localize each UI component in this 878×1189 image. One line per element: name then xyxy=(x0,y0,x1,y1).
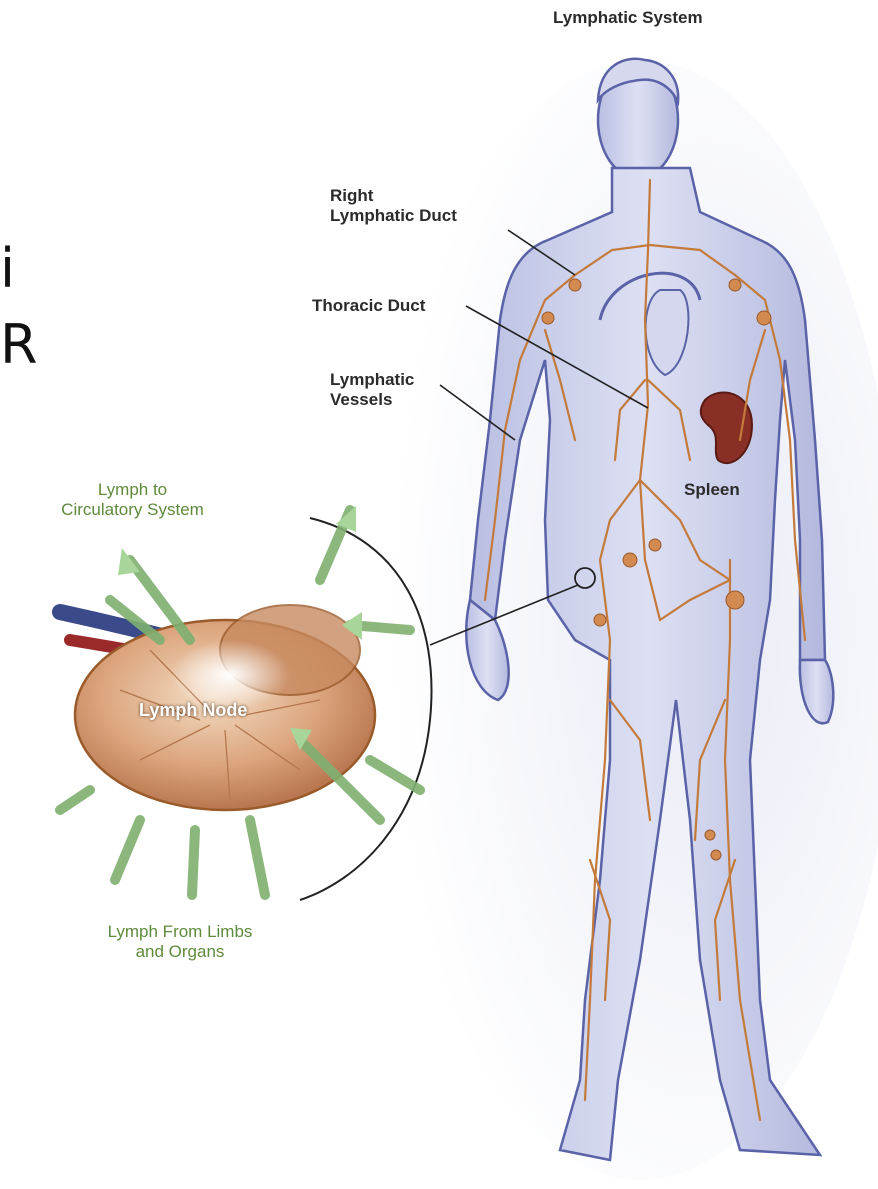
label-thoracic-duct: Thoracic Duct xyxy=(312,296,425,316)
label-lymph-to-line2: Circulatory System xyxy=(25,500,240,520)
label-lymphatic-vessels-line1: Lymphatic xyxy=(330,370,414,390)
label-lymph-to-circulatory: Lymph to Circulatory System xyxy=(25,480,240,519)
label-lymphatic-vessels: Lymphatic Vessels xyxy=(330,370,414,409)
label-right-lymphatic-duct-line2: Lymphatic Duct xyxy=(330,206,457,226)
label-lymph-from-line1: Lymph From Limbs xyxy=(60,922,300,942)
label-right-lymphatic-duct: Right Lymphatic Duct xyxy=(330,186,457,225)
label-lymph-to-line1: Lymph to xyxy=(25,480,240,500)
label-lymph-from-line2: and Organs xyxy=(60,942,300,962)
label-right-lymphatic-duct-line1: Right xyxy=(330,186,457,206)
label-lymph-from-limbs: Lymph From Limbs and Organs xyxy=(60,922,300,961)
cropped-text-line-1: i xyxy=(0,242,15,296)
cropped-text-line-2: R xyxy=(0,318,38,372)
label-lymphatic-vessels-line2: Vessels xyxy=(330,390,414,410)
label-lymph-node: Lymph Node xyxy=(139,700,247,721)
diagram-title: Lymphatic System xyxy=(553,8,703,28)
label-spleen: Spleen xyxy=(684,480,740,500)
